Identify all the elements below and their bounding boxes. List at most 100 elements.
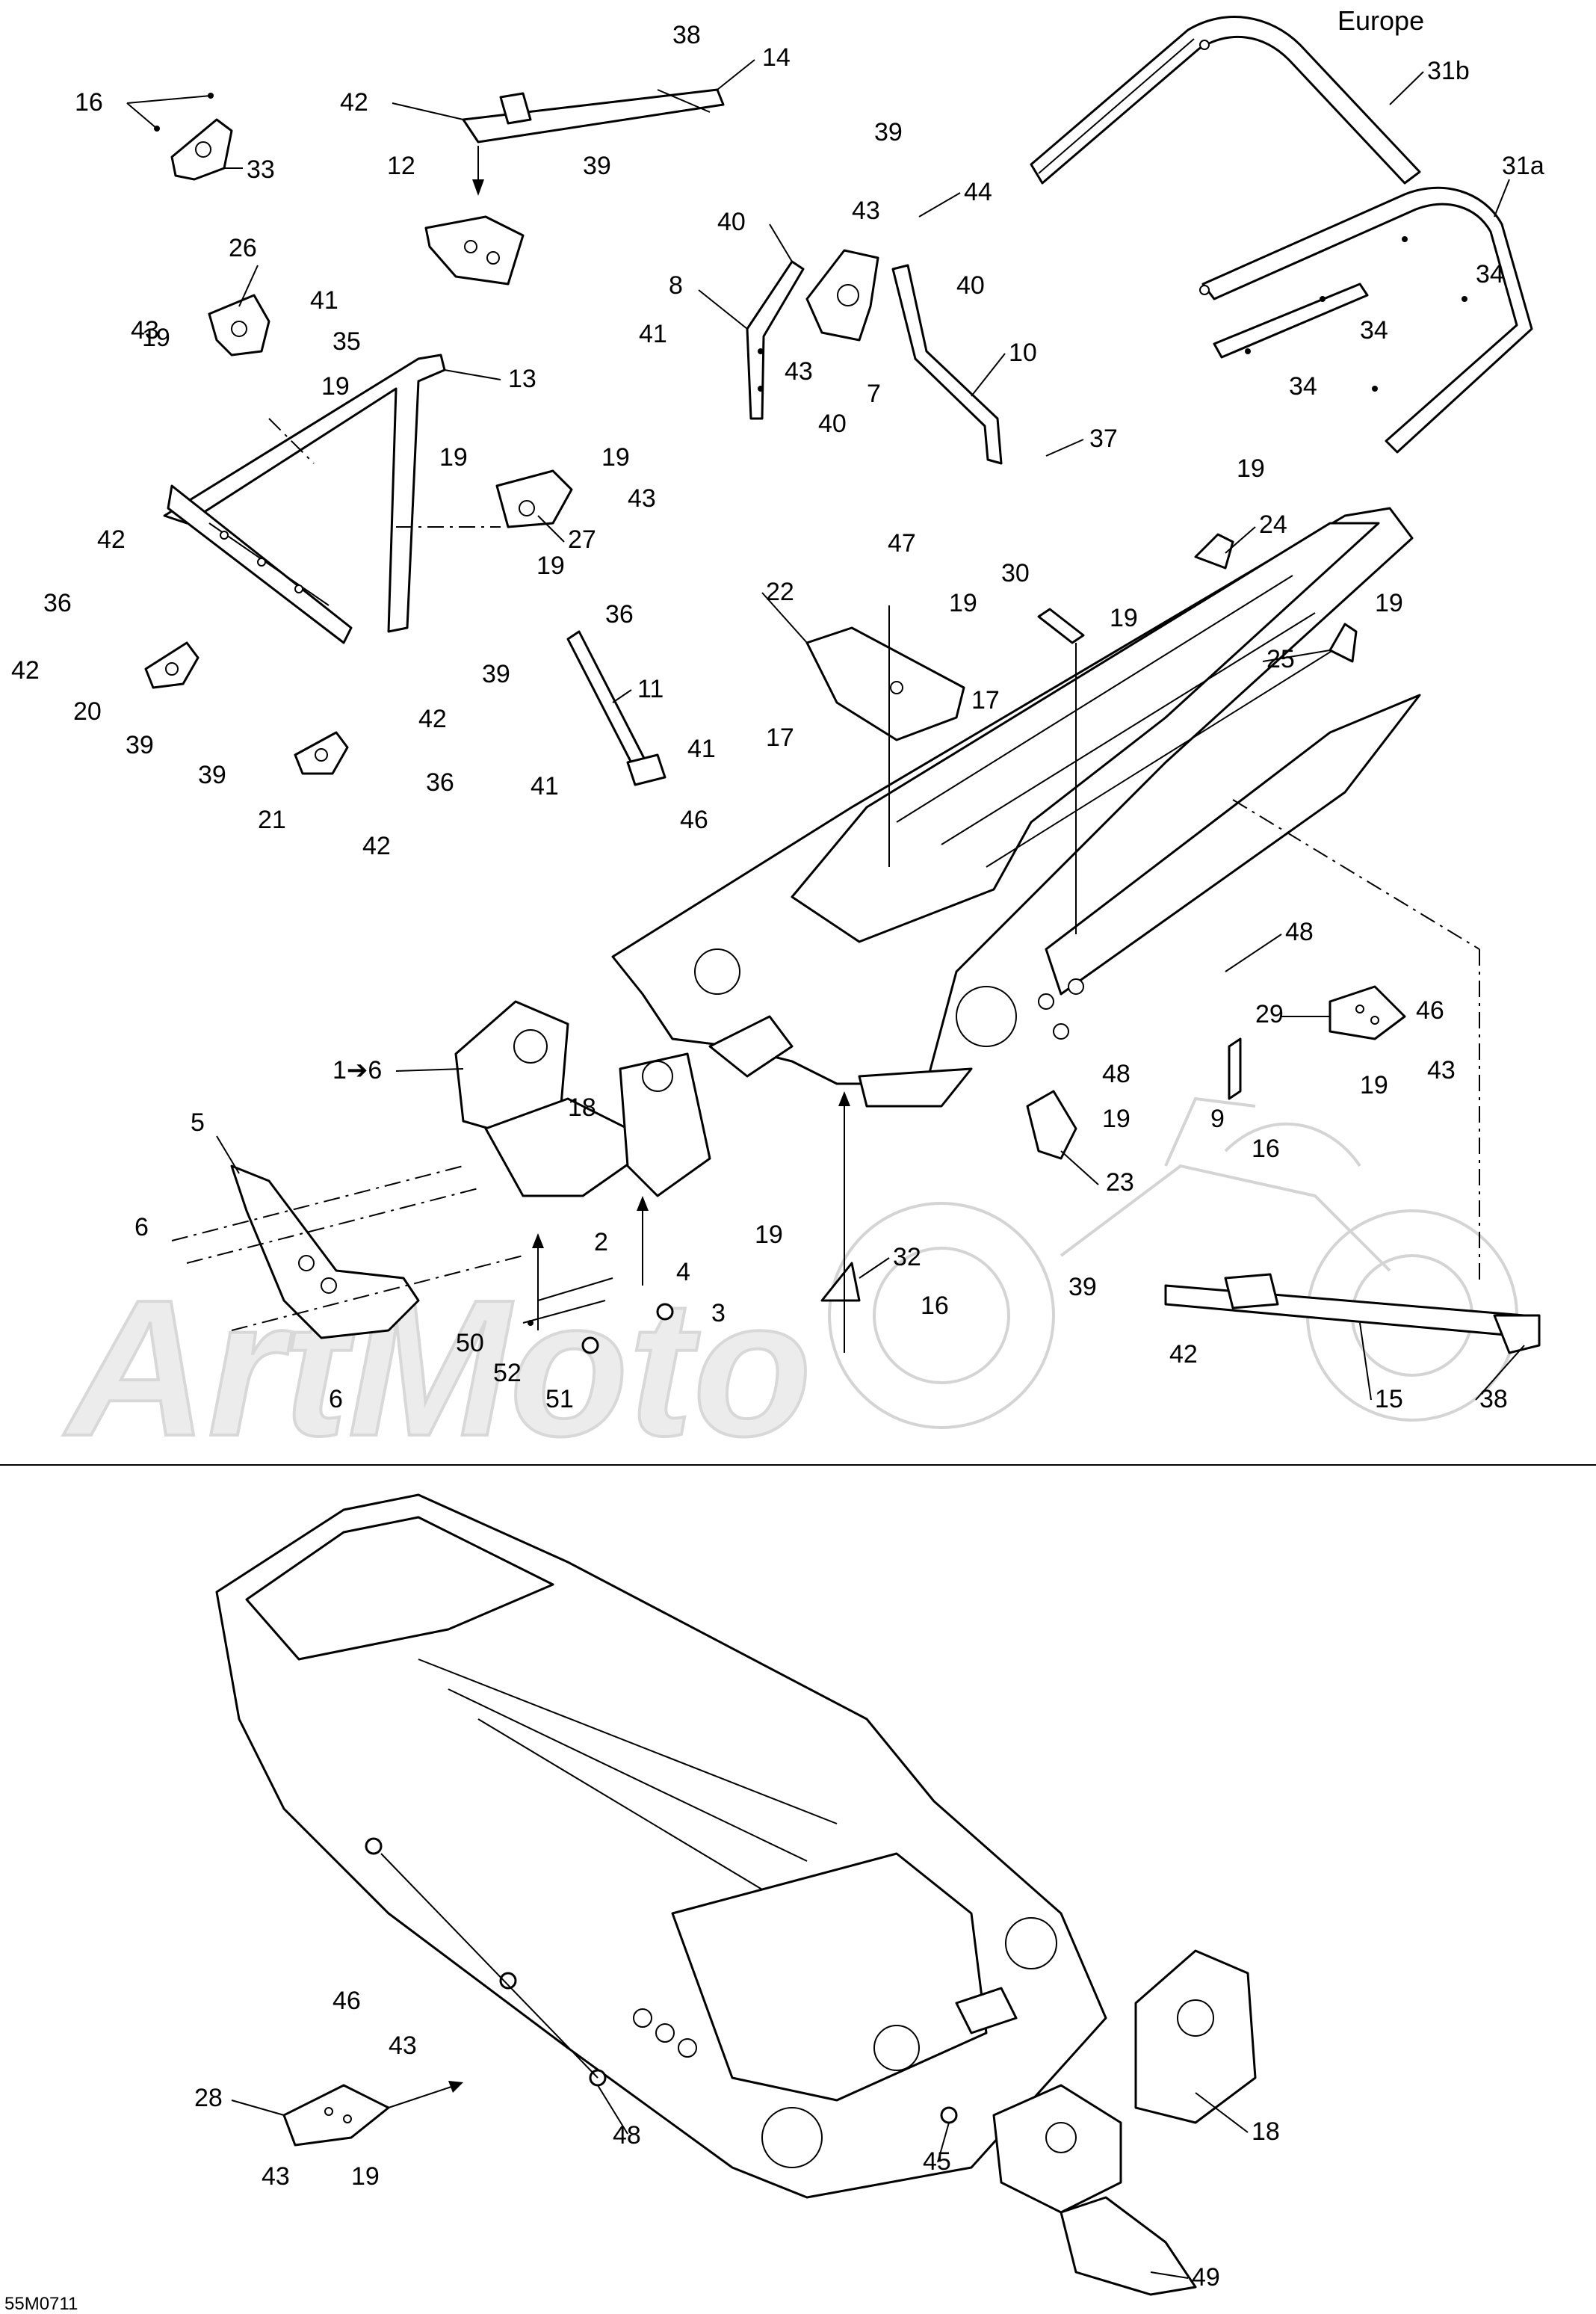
part-10-support-right: [891, 264, 1003, 465]
part-20-bracket: [144, 641, 200, 689]
callout-31b: 31b: [1427, 57, 1470, 85]
callout-34: 34: [1289, 372, 1317, 401]
callout-41: 41: [639, 320, 667, 348]
callout-34: 34: [1360, 316, 1388, 345]
callout-9: 9: [1210, 1105, 1225, 1133]
part-31a-rail: [1199, 186, 1533, 454]
callout-19: 19: [1102, 1105, 1130, 1133]
callout-19: 19: [351, 2162, 380, 2191]
callout-16: 16: [75, 88, 103, 117]
part-30-plate: [1037, 608, 1085, 644]
callout-42: 42: [97, 525, 126, 554]
callout-48: 48: [1102, 1060, 1130, 1088]
callout-17: 17: [766, 723, 794, 752]
main-chassis-bottom: [215, 1493, 1107, 2199]
callout-42: 42: [418, 705, 447, 733]
callout-43: 43: [1427, 1056, 1456, 1085]
callout-15: 15: [1375, 1385, 1403, 1413]
callout-20: 20: [73, 697, 102, 726]
callout-46: 46: [680, 806, 708, 834]
callout-10: 10: [1009, 339, 1037, 367]
part-14-brace: [462, 88, 725, 196]
callout-39: 39: [482, 660, 510, 688]
callout-6: 6: [134, 1213, 149, 1241]
callout-46: 46: [332, 1987, 361, 2015]
callout-50: 50: [456, 1329, 484, 1357]
callout-49: 49: [1192, 2263, 1220, 2292]
callout-43: 43: [389, 2031, 417, 2060]
callout-19: 19: [142, 324, 170, 352]
callout-12: 12: [387, 152, 415, 180]
callout-7: 7: [867, 380, 881, 408]
callout-35: 35: [332, 327, 361, 356]
callout-24: 24: [1259, 510, 1287, 539]
callout-43: 43: [131, 316, 159, 345]
callout-16: 16: [1252, 1135, 1280, 1163]
callout-51: 51: [545, 1385, 574, 1413]
callout-43: 43: [628, 484, 656, 513]
region-label-europe: Europe: [1337, 5, 1424, 36]
callout-29: 29: [1255, 1000, 1284, 1028]
diagram-code: 55M0711: [4, 2294, 78, 2314]
callout-43: 43: [852, 197, 880, 225]
callout-14: 14: [762, 43, 791, 72]
part-9-plate: [1228, 1037, 1242, 1100]
assembly-arrows-top: [171, 605, 1480, 1353]
callout-42: 42: [1169, 1340, 1198, 1369]
part-29-footrest: [1329, 985, 1406, 1040]
callout-39: 39: [1068, 1273, 1097, 1301]
callout-2: 2: [594, 1228, 608, 1256]
callout-41: 41: [531, 772, 559, 800]
callout-18: 18: [568, 1093, 596, 1122]
callout-34: 34: [1476, 260, 1504, 289]
part-8-support-left: [746, 260, 805, 420]
fastener-group-2-52: [522, 1277, 674, 1354]
part-15-brace: [1164, 1273, 1541, 1354]
callout-19: 19: [1375, 589, 1403, 617]
callout-42: 42: [362, 832, 391, 860]
callout-11: 11: [637, 675, 664, 703]
callout-19: 19: [1110, 604, 1138, 632]
part-33-bracket: [154, 93, 233, 181]
callout-37: 37: [1089, 425, 1118, 453]
part-31b-rail-europe: [1030, 16, 1421, 185]
callout-13: 13: [508, 365, 536, 393]
callout-38: 38: [1479, 1385, 1508, 1413]
part-21-bracket: [294, 731, 349, 775]
callout-19: 19: [949, 589, 977, 617]
part-7-steering-bracket: [805, 249, 879, 342]
callout-30: 30: [1001, 559, 1030, 587]
callout-39: 39: [198, 761, 226, 789]
callout-36: 36: [426, 768, 454, 797]
callout-39: 39: [126, 731, 154, 759]
callout-4: 4: [676, 1258, 690, 1286]
callout-45: 45: [923, 2147, 951, 2176]
leader-lines: [126, 59, 1525, 2279]
callout-26: 26: [229, 234, 257, 262]
callout-19: 19: [439, 443, 468, 472]
callout-36: 36: [605, 600, 634, 629]
callout-43: 43: [785, 357, 813, 386]
part-24-bracket: [1194, 533, 1234, 570]
watermark: ArtMoto: [60, 1096, 1518, 1478]
callout-19: 19: [1237, 454, 1265, 483]
part-13-front-frame: [163, 354, 501, 644]
callout-19: 19: [321, 372, 350, 401]
part-18-front-mount-bottom: [992, 1949, 1257, 2214]
part-5-side-plate: [230, 1164, 420, 1339]
callout-19: 19: [536, 552, 565, 580]
part-25-bracket: [1329, 623, 1358, 663]
callout-5: 5: [191, 1108, 205, 1137]
callout-52: 52: [493, 1359, 522, 1387]
callout-16: 16: [921, 1292, 949, 1320]
callout-48: 48: [613, 2121, 641, 2150]
callout-21: 21: [258, 806, 286, 834]
callout-42: 42: [11, 656, 40, 685]
part-12-bracket: [424, 215, 525, 286]
callout-19: 19: [601, 443, 630, 472]
callout-40: 40: [717, 208, 746, 236]
callout-32: 32: [893, 1243, 921, 1271]
callout-43: 43: [262, 2162, 290, 2191]
part-28-footrest: [282, 2081, 463, 2147]
